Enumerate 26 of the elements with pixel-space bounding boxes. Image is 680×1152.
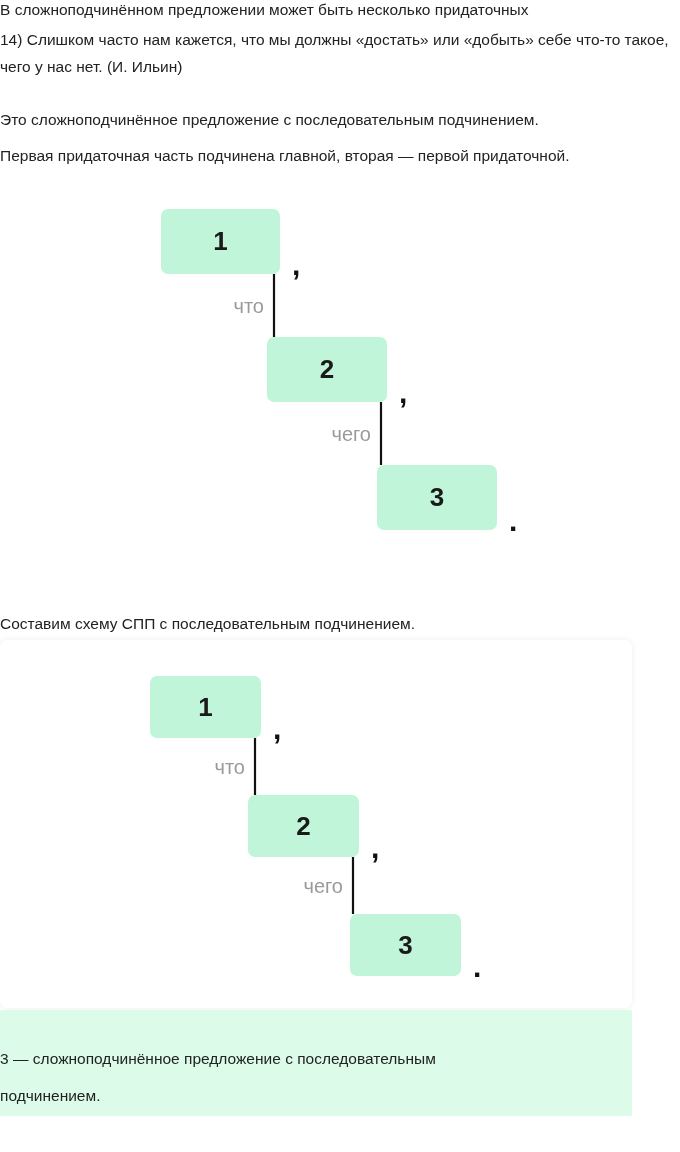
punctuation-mark: . — [509, 506, 518, 536]
connector-line — [253, 738, 257, 795]
clause-box: 1 — [161, 209, 280, 274]
punctuation-mark: , — [371, 833, 380, 863]
conclusion-text: 3 — сложноподчинённое предложение с последовательным подчинением. — [0, 1049, 437, 1107]
clause-box: 3 — [377, 465, 497, 530]
clause-box: 3 — [350, 914, 461, 976]
clause-box: 1 — [150, 676, 261, 738]
connector-line — [272, 274, 276, 337]
connector-line — [379, 402, 383, 465]
edge-label: что — [233, 295, 264, 316]
text-paragraph: Это сложноподчинённое предложение с последовательным подчинением. — [0, 110, 540, 130]
clause-box: 2 — [248, 795, 359, 857]
text-paragraph: Составим схему СПП с последовательным подчинением. — [0, 614, 416, 634]
text-paragraph: В сложноподчинённом предложении может быть несколько придаточных — [0, 2, 530, 18]
edge-label: чего — [331, 423, 371, 444]
punctuation-mark: , — [292, 250, 301, 280]
text-paragraph: Первая придаточная часть подчинена главной, вторая — первой придаточной. — [0, 146, 571, 166]
text-paragraph: 14) Слишком часто нам кажется, что мы должны «достать» или «добыть» себе что-то такое, чего у нас нет. (И. Ильин) — [0, 30, 670, 78]
clause-box: 2 — [267, 337, 387, 402]
connector-line — [351, 857, 355, 914]
edge-label: что — [214, 756, 245, 777]
punctuation-mark: . — [473, 952, 482, 982]
punctuation-mark: , — [399, 378, 408, 408]
edge-label: чего — [303, 875, 343, 896]
punctuation-mark: , — [273, 714, 282, 744]
